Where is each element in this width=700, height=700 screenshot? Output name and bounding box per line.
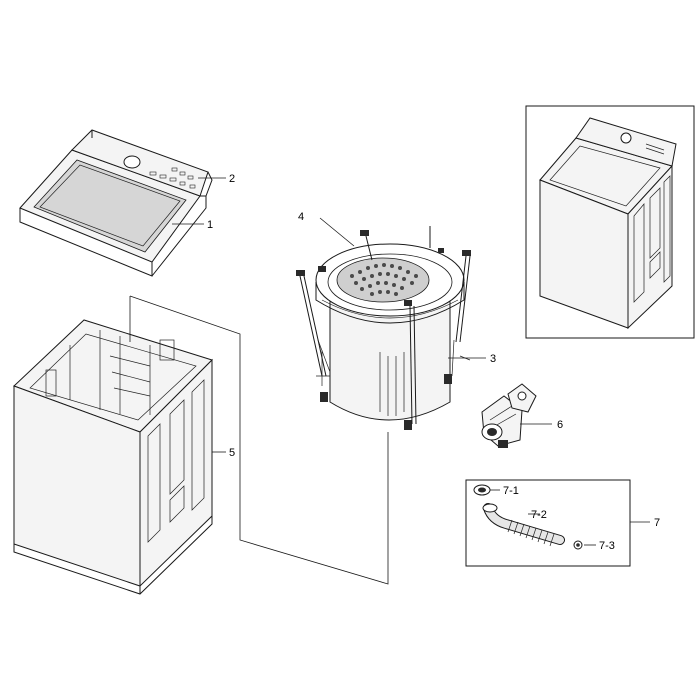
hose-kit-box — [465, 479, 631, 567]
callout-2: 2 — [229, 173, 235, 185]
callout-7-2: 7-2 — [531, 509, 547, 521]
callout-7-3: 7-3 — [599, 540, 615, 552]
leader-lines — [129, 177, 650, 585]
assembled-washer-inset — [525, 105, 695, 339]
tub-assembly — [296, 226, 471, 430]
top-lid-assembly — [19, 129, 213, 277]
control-buttons — [149, 167, 196, 189]
callout-4: 4 — [298, 211, 304, 223]
callout-6: 6 — [557, 419, 563, 431]
drain-pump — [481, 383, 537, 448]
cabinet — [13, 319, 213, 595]
callout-1: 1 — [207, 219, 213, 231]
basket-perforations — [350, 263, 418, 296]
callout-5: 5 — [229, 447, 235, 459]
callout-3: 3 — [490, 353, 496, 365]
callout-7-1: 7-1 — [503, 485, 519, 497]
callout-7: 7 — [654, 517, 660, 529]
callout-labels: 2 1 4 3 5 6 7 7-1 7-2 7-3 — [207, 173, 660, 552]
